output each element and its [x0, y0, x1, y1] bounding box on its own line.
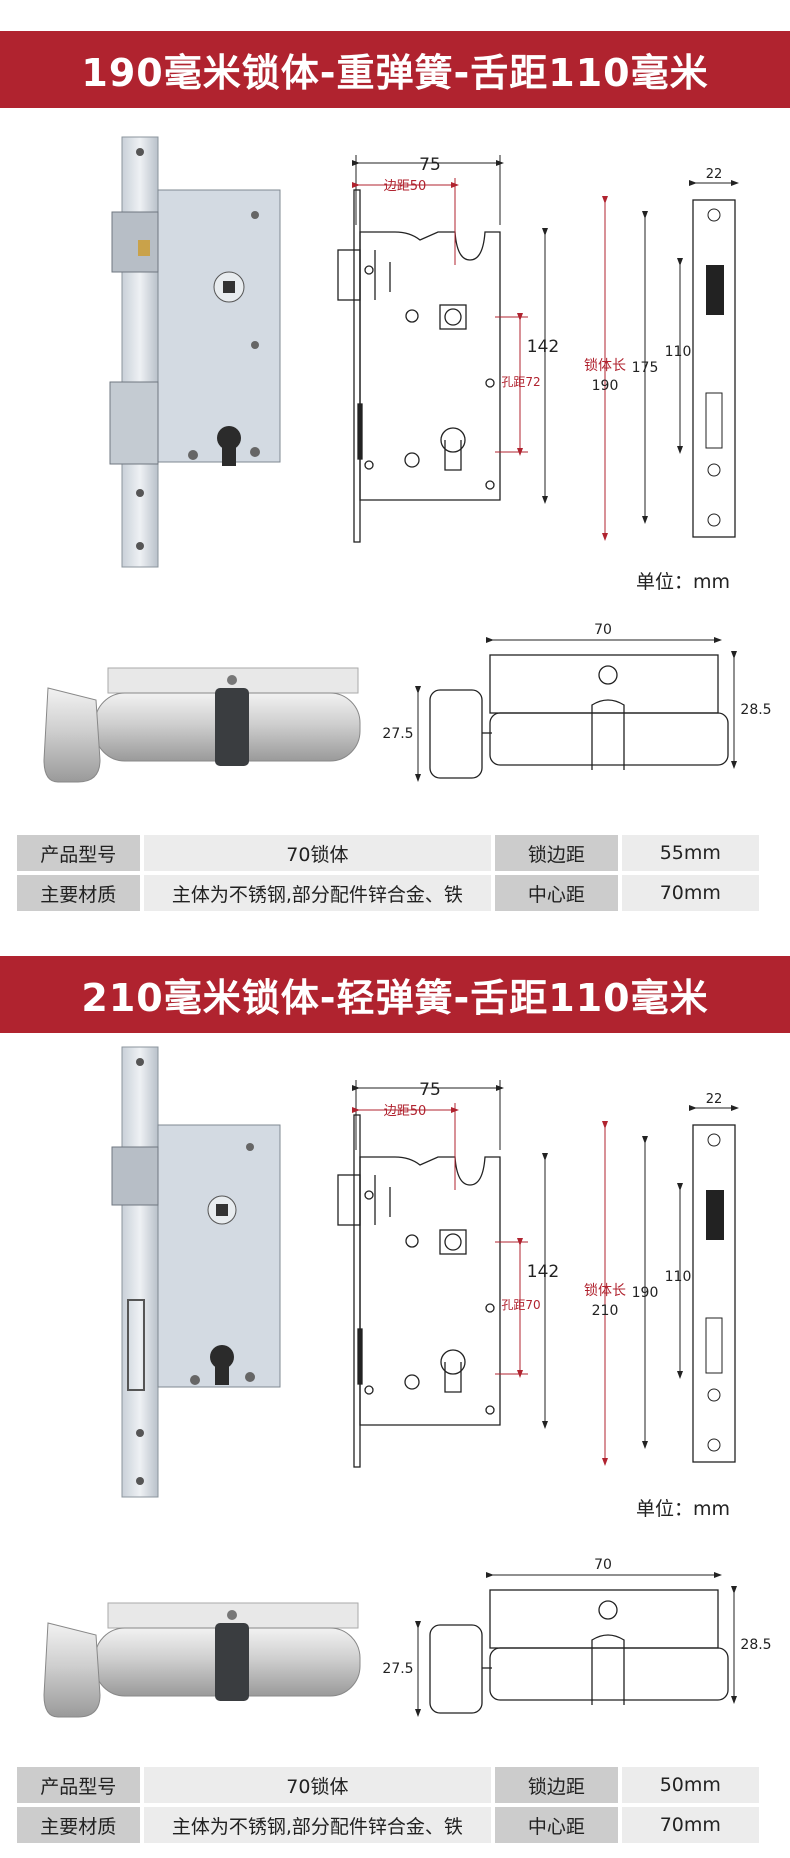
dim-width: 75 [419, 1080, 441, 1100]
lock-body-photo [111, 1046, 281, 1498]
spec-table: 产品型号 70锁体 锁边距 55mm 主要材质 主体为不锈钢,部分配件锌合金、铁… [13, 831, 763, 915]
spec-key: 主要材质 [17, 1807, 140, 1843]
spec-value: 50mm [621, 1767, 759, 1803]
spec-key: 产品型号 [17, 1767, 140, 1803]
cylinder-photo [43, 667, 361, 783]
faceplate-drawing: 22 锁体长 190 175 110 [584, 167, 739, 541]
cylinder-drawing [429, 1589, 729, 1714]
spec-key: 锁边距 [495, 835, 618, 871]
dim-hole-label: 孔距70 [501, 1298, 540, 1312]
product-section-1: 190毫米锁体-重弹簧-舌距110毫米 [0, 0, 790, 915]
dim-cyl-left: 27.5 [382, 726, 413, 742]
dim-inner: 190 [632, 1285, 659, 1301]
dim-cyl-right: 28.5 [740, 702, 771, 718]
dim-length-value: 190 [592, 378, 619, 394]
dim-hole-label: 孔距72 [501, 375, 540, 389]
dim-tongue: 110 [665, 1269, 692, 1285]
dim-length-label: 锁体长 [584, 358, 626, 374]
dim-edge-label: 边距50 [384, 1104, 427, 1119]
table-row: 主要材质 主体为不锈钢,部分配件锌合金、铁 中心距 70mm [17, 875, 759, 911]
diagram-area: 75 边距50 142 孔距70 22 锁体长 210 190 110 [43, 1046, 772, 1718]
spec-value: 70锁体 [143, 835, 492, 871]
dim-edge-label: 边距50 [384, 179, 427, 194]
dim-width: 75 [419, 155, 441, 175]
unit-label: 单位：mm [636, 571, 731, 593]
dim-tongue: 110 [665, 344, 692, 360]
spec-value: 70mm [621, 875, 759, 911]
dim-cyl-left: 27.5 [382, 1661, 413, 1677]
spec-key: 中心距 [495, 1807, 618, 1843]
dim-cyl-right: 28.5 [740, 1637, 771, 1653]
faceplate-drawing: 22 锁体长 210 190 110 [584, 1092, 739, 1466]
lock-body-photo [109, 136, 281, 568]
table-row: 产品型号 70锁体 锁边距 50mm [17, 1767, 759, 1803]
spec-value: 55mm [621, 835, 759, 871]
section-title: 210毫米锁体-轻弹簧-舌距110毫米 [0, 956, 790, 1033]
dim-plate-width: 22 [706, 1092, 723, 1107]
dim-plate-width: 22 [706, 167, 723, 182]
dim-height: 142 [527, 1262, 559, 1282]
spec-value: 主体为不锈钢,部分配件锌合金、铁 [143, 875, 492, 911]
spec-key: 主要材质 [17, 875, 140, 911]
spec-table: 产品型号 70锁体 锁边距 50mm 主要材质 主体为不锈钢,部分配件锌合金、铁… [13, 1763, 763, 1847]
dim-height: 142 [527, 337, 559, 357]
dim-length-value: 210 [592, 1303, 619, 1319]
cylinder-dimensions: 70 28.5 27.5 [382, 622, 772, 782]
dim-inner: 175 [632, 360, 659, 376]
lock-body-drawing [337, 1114, 501, 1468]
dim-cyl-length: 70 [594, 622, 612, 638]
front-dimensions: 75 边距50 142 孔距70 [352, 1080, 559, 1429]
dim-cyl-length: 70 [594, 1557, 612, 1573]
spec-value: 70锁体 [143, 1767, 492, 1803]
spec-value: 主体为不锈钢,部分配件锌合金、铁 [143, 1807, 492, 1843]
section-title: 190毫米锁体-重弹簧-舌距110毫米 [0, 31, 790, 108]
table-row: 产品型号 70锁体 锁边距 55mm [17, 835, 759, 871]
dim-length-label: 锁体长 [584, 1283, 626, 1299]
cylinder-photo [43, 1602, 361, 1718]
table-row: 主要材质 主体为不锈钢,部分配件锌合金、铁 中心距 70mm [17, 1807, 759, 1843]
cylinder-dimensions: 70 28.5 27.5 [382, 1557, 772, 1717]
spec-value: 70mm [621, 1807, 759, 1843]
unit-label: 单位：mm [636, 1498, 731, 1520]
product-section-2: 210毫米锁体-轻弹簧-舌距110毫米 [0, 925, 790, 1843]
diagram-area: 75 边距50 142 孔距72 22 锁体长 190 175 110 [43, 136, 772, 783]
spec-key: 产品型号 [17, 835, 140, 871]
cylinder-drawing [429, 654, 729, 779]
front-dimensions: 75 边距50 142 孔距72 [352, 155, 559, 504]
lock-body-drawing [337, 189, 501, 543]
spec-key: 锁边距 [495, 1767, 618, 1803]
spec-key: 中心距 [495, 875, 618, 911]
